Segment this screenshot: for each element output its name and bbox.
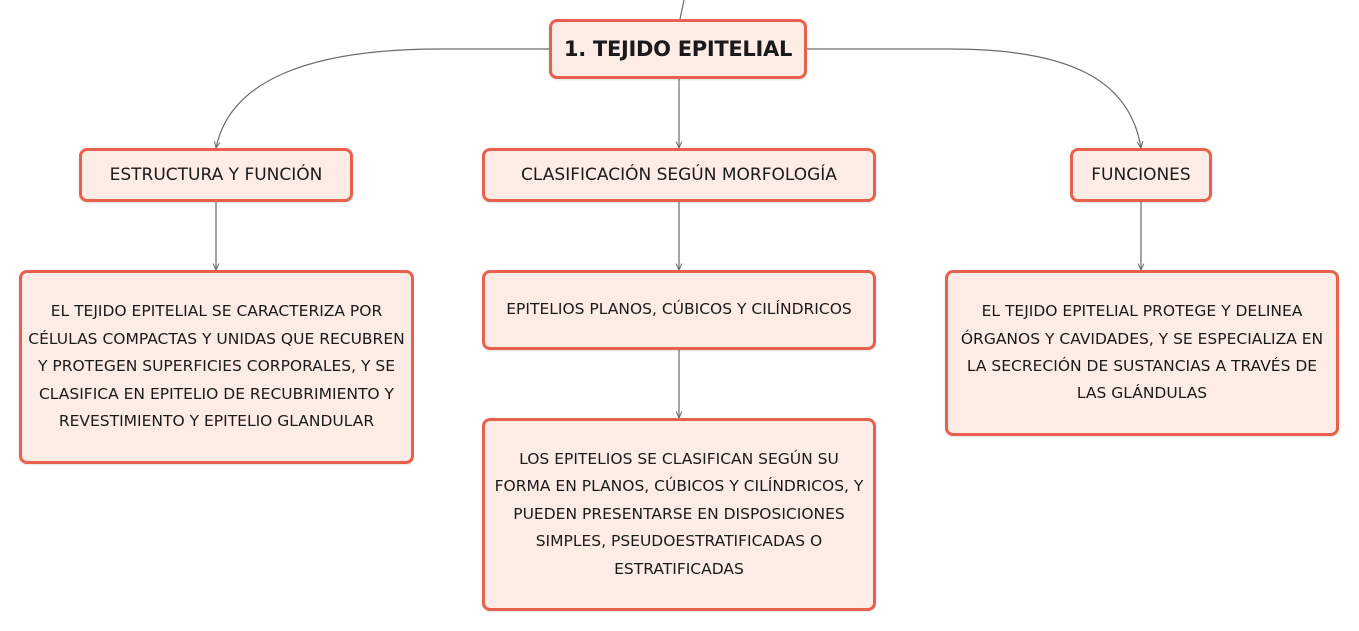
detail-node-text: EL TEJIDO EPITELIAL SE CARACTERIZA POR C… (28, 302, 405, 431)
branch-node-clasificacion[interactable]: CLASIFICACIÓN SEGÚN MORFOLOGÍA (482, 148, 876, 202)
branch-node-label: FUNCIONES (1091, 165, 1191, 185)
detail-node-estructura[interactable]: EL TEJIDO EPITELIAL SE CARACTERIZA POR C… (19, 270, 414, 464)
root-node[interactable]: 1. TEJIDO EPITELIAL (549, 19, 807, 79)
incoming-connector (679, 0, 685, 20)
root-node-label: 1. TEJIDO EPITELIAL (563, 37, 793, 61)
branch-node-label: ESTRUCTURA Y FUNCIÓN (109, 165, 323, 185)
detail-node-text: LOS EPITELIOS SE CLASIFICAN SEGÚN SU FOR… (494, 449, 864, 578)
detail-node-text: EPITELIOS PLANOS, CÚBICOS Y CILÍNDRICOS (506, 300, 852, 319)
detail-node-funciones[interactable]: EL TEJIDO EPITELIAL PROTEGE Y DELINEA ÓR… (945, 270, 1339, 436)
detail-node-epitelios-tipos[interactable]: EPITELIOS PLANOS, CÚBICOS Y CILÍNDRICOS (482, 270, 876, 350)
connector-root-to-funciones (807, 48, 1141, 148)
detail-node-text: EL TEJIDO EPITELIAL PROTEGE Y DELINEA ÓR… (960, 302, 1324, 403)
connector-root-to-estructura (216, 48, 549, 148)
branch-node-funciones[interactable]: FUNCIONES (1070, 148, 1212, 202)
branch-node-estructura-y-funcion[interactable]: ESTRUCTURA Y FUNCIÓN (79, 148, 353, 202)
branch-node-label: CLASIFICACIÓN SEGÚN MORFOLOGÍA (521, 165, 837, 185)
detail-node-clasificacion-forma[interactable]: LOS EPITELIOS SE CLASIFICAN SEGÚN SU FOR… (482, 418, 876, 611)
